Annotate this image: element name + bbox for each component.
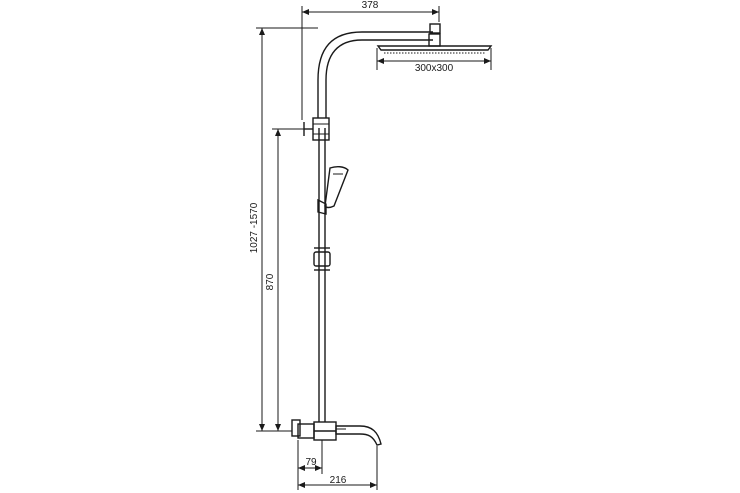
dimension-mixer-offset: 79: [297, 440, 323, 474]
rain-shower-head: [376, 33, 493, 54]
dimension-slide-height: 870: [265, 128, 304, 431]
dimension-label-head-size: 300x300: [415, 63, 454, 74]
dimension-label-total-height: 1027 -1570: [249, 202, 260, 253]
dimension-total-height: 1027 -1570: [249, 27, 318, 432]
dimension-label-arm-reach: 378: [362, 0, 379, 11]
dimension-spout-length: 216: [297, 446, 378, 490]
hand-shower: [317, 165, 349, 215]
slider-holder: [313, 247, 331, 271]
shower-column: [317, 23, 441, 422]
dimension-head-size: 300x300: [376, 48, 492, 74]
dimension-label-slide-height: 870: [265, 273, 276, 290]
dimension-label-spout-length: 216: [330, 475, 347, 486]
bath-mixer: [291, 419, 382, 446]
dimension-label-mixer-offset: 79: [305, 457, 317, 468]
dimension-arm-reach: 378: [301, 0, 440, 120]
